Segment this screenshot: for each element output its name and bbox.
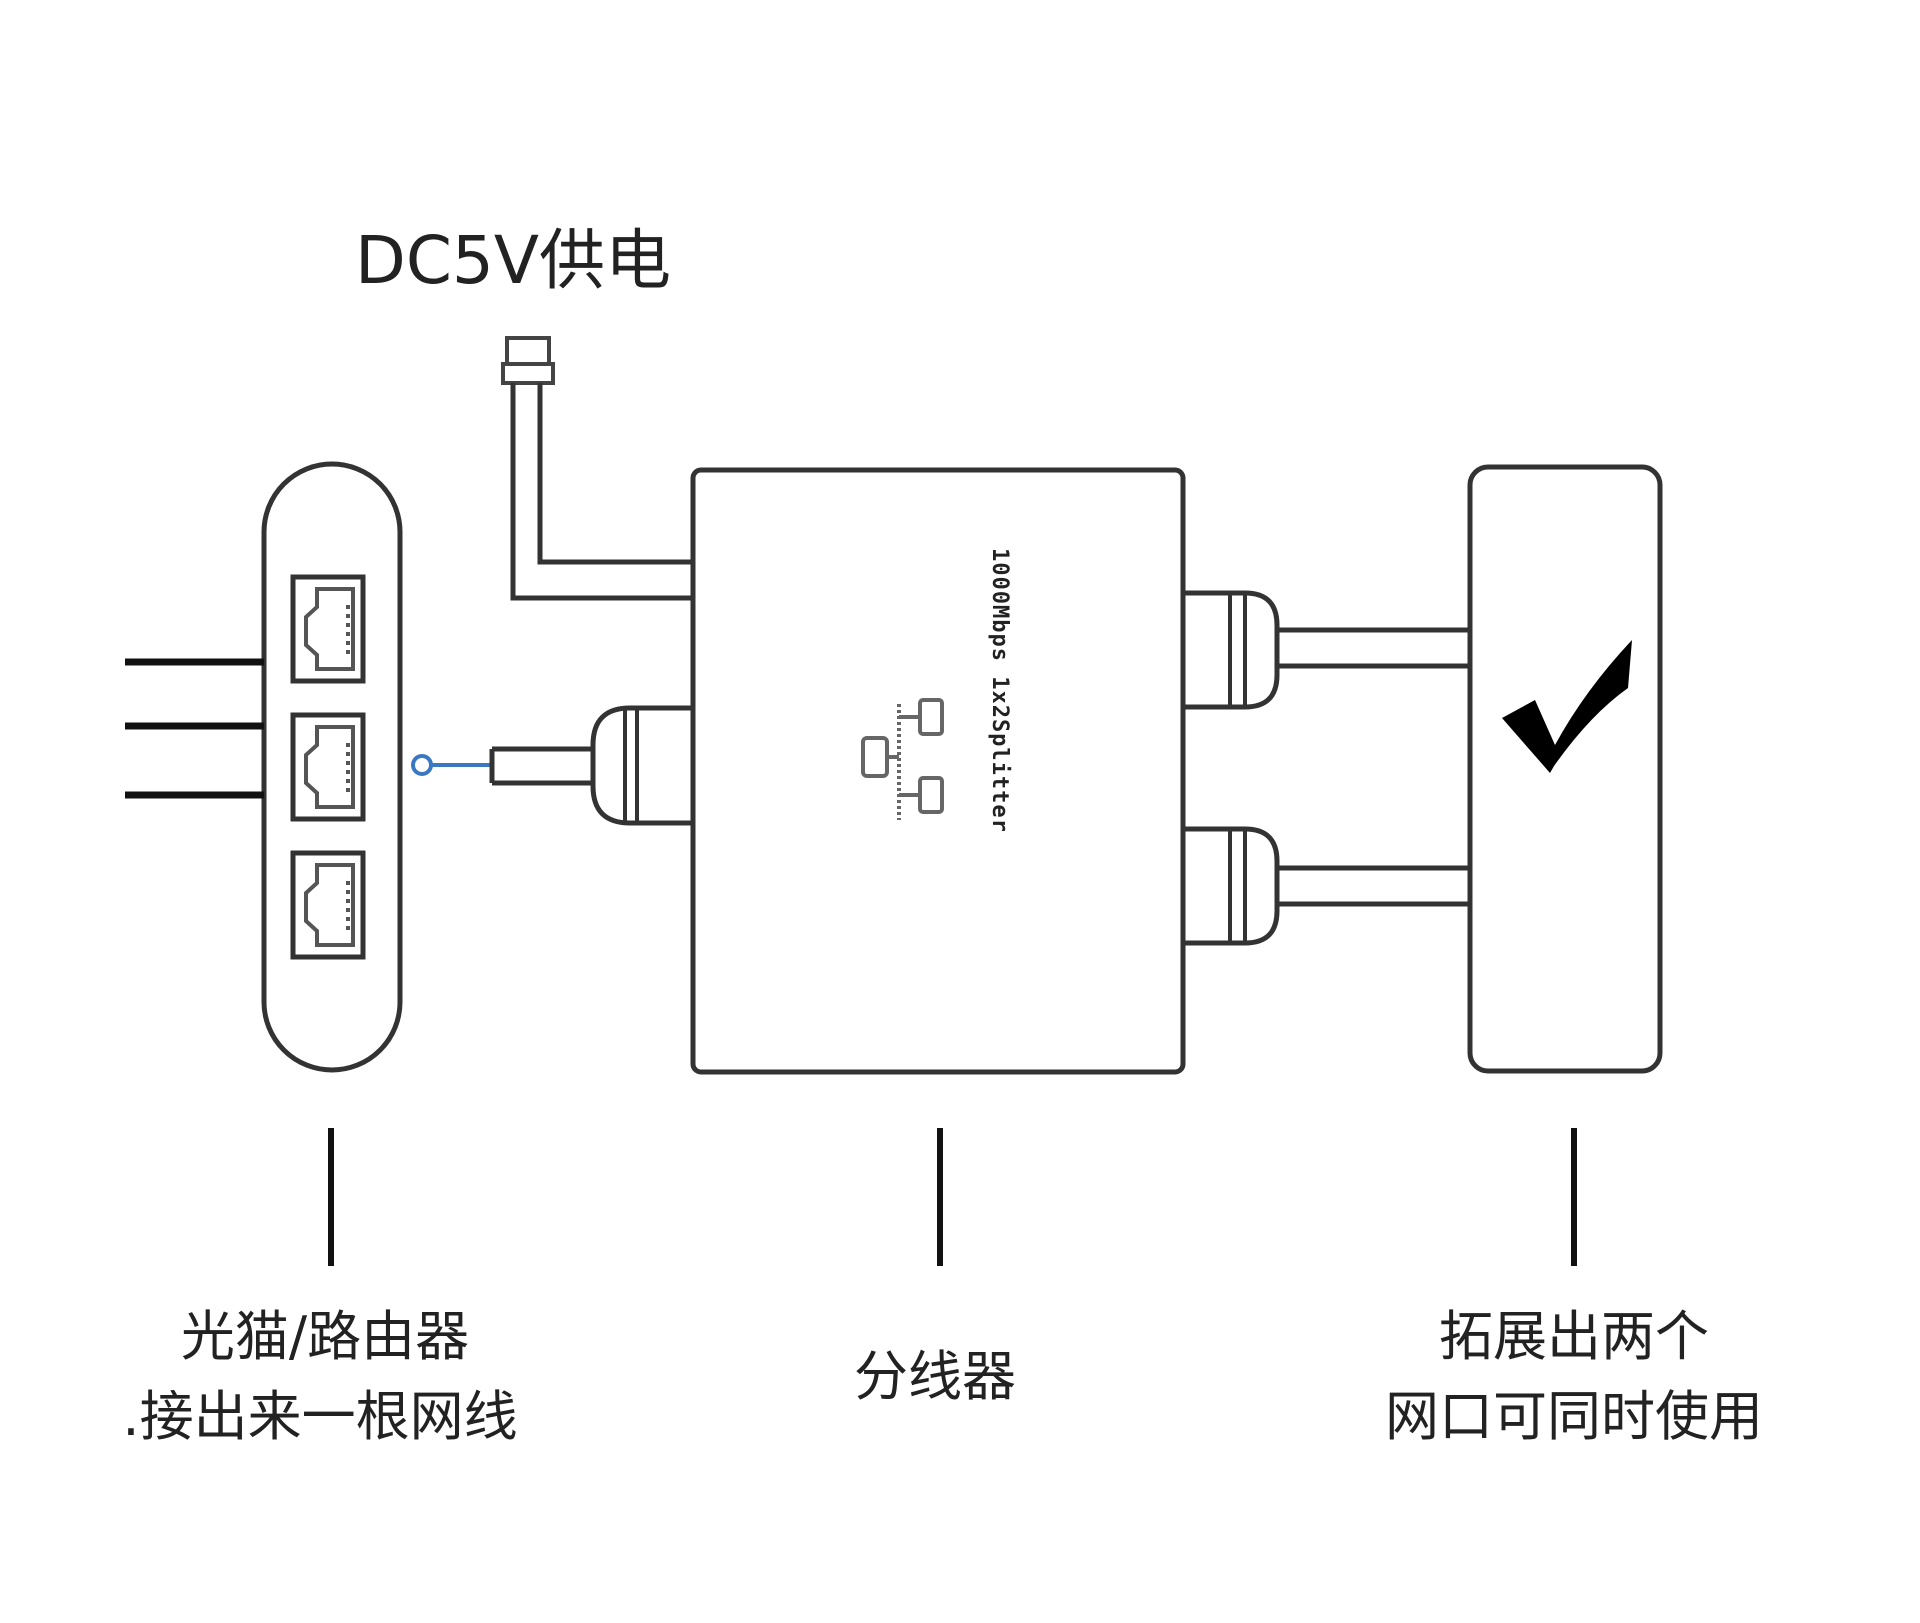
router-caption-line2: .接出来一根网线 xyxy=(122,1385,517,1448)
rj45-port-icon xyxy=(290,574,366,684)
input-cable-plug xyxy=(489,705,693,826)
power-label: DC5V供电 xyxy=(355,222,671,299)
output-cable-plug xyxy=(1183,590,1470,710)
splitter-model-text: 1000Mbps 1x2Splitter xyxy=(987,548,1012,833)
output-caption-line1: 拓展出两个 xyxy=(1439,1305,1709,1368)
splitter-caption: 分线器 xyxy=(854,1345,1016,1408)
router-device xyxy=(125,461,403,1073)
output-device xyxy=(1467,464,1663,1074)
cable-link-connector xyxy=(411,754,492,776)
splitter-device: 1000Mbps 1x2Splitter xyxy=(690,467,1186,1075)
output-caption-line2: 网口可同时使用 xyxy=(1385,1385,1763,1448)
output-cable-plug xyxy=(1183,826,1470,946)
rj45-port-icon xyxy=(290,712,366,822)
network-topology-icon xyxy=(861,698,944,820)
checkmark-icon xyxy=(1502,640,1632,773)
power-cable xyxy=(510,383,693,601)
link-node-icon xyxy=(411,754,433,776)
dc-power-plug-icon xyxy=(501,336,555,385)
rj45-port-icon xyxy=(290,850,366,960)
router-caption-line1: 光猫/路由器 xyxy=(181,1305,469,1368)
